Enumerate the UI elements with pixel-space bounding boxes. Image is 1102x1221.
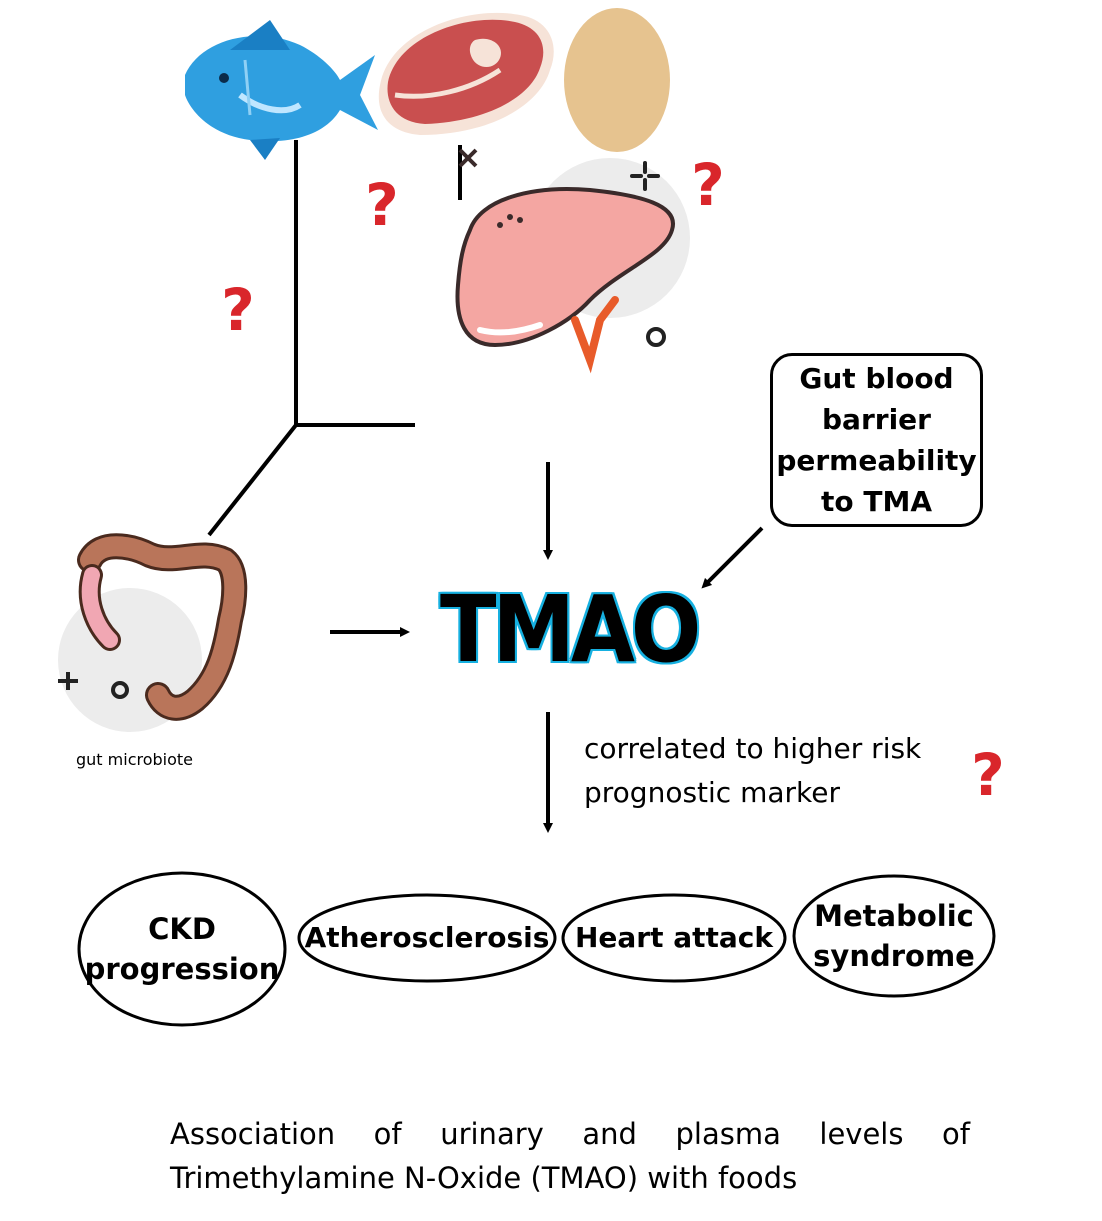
barrier-line: barrier bbox=[822, 403, 931, 436]
intestine-icon bbox=[58, 533, 248, 721]
outcome-heart-attack: Heart attack bbox=[563, 895, 785, 981]
outcome-ellipse-ckd bbox=[77, 871, 287, 1027]
outcome-line: Metabolic bbox=[814, 899, 974, 933]
outcome-ellipse-metabolic bbox=[792, 874, 996, 998]
question-mark: ? bbox=[691, 151, 725, 219]
outcome-line: Atherosclerosis bbox=[304, 921, 550, 954]
egg-icon bbox=[564, 8, 670, 152]
outcome-ellipse-atherosclerosis bbox=[297, 893, 557, 983]
gut-barrier-box: Gut blood barrier permeability to TMA bbox=[770, 353, 983, 527]
barrier-line: Gut blood bbox=[799, 362, 954, 395]
outcome-ellipse-heart-attack bbox=[561, 893, 787, 983]
caption-line-2: Trimethylamine N-Oxide (TMAO) with foods bbox=[170, 1161, 798, 1195]
correlation-line: correlated to higher risk bbox=[584, 732, 922, 765]
steak-icon bbox=[378, 12, 554, 135]
question-mark: ? bbox=[365, 171, 399, 239]
fish-icon bbox=[185, 20, 378, 160]
outcome-line: syndrome bbox=[813, 939, 975, 973]
tmao-label: TMAO bbox=[440, 576, 701, 683]
question-mark: ? bbox=[971, 741, 1005, 809]
correlation-line: prognostic marker bbox=[584, 776, 840, 809]
arrow-barrier-to-tmao bbox=[701, 526, 764, 589]
figure-caption: Association of urinary and plasma levels… bbox=[170, 1112, 970, 1200]
barrier-line: permeability bbox=[776, 444, 977, 477]
outcome-atherosclerosis: Atherosclerosis bbox=[298, 895, 556, 981]
outcome-line: Heart attack bbox=[574, 921, 774, 954]
question-mark: ? bbox=[221, 276, 255, 344]
outcome-metabolic-syndrome: Metabolic syndrome bbox=[793, 876, 995, 996]
correlation-text: correlated to higher risk prognostic mar… bbox=[584, 727, 921, 815]
liver-icon bbox=[455, 187, 675, 374]
outcome-line: progression bbox=[84, 952, 280, 986]
outcome-ckd: CKD progression bbox=[78, 874, 286, 1024]
outcome-line: CKD bbox=[148, 912, 216, 946]
connector-lines bbox=[207, 140, 462, 537]
caption-line-1: Association of urinary and plasma levels… bbox=[170, 1117, 970, 1151]
gut-microbiote-label: gut microbiote bbox=[76, 750, 194, 769]
cross-mark bbox=[458, 148, 478, 168]
barrier-line: to TMA bbox=[820, 485, 932, 518]
sparkle-icon bbox=[630, 161, 660, 191]
